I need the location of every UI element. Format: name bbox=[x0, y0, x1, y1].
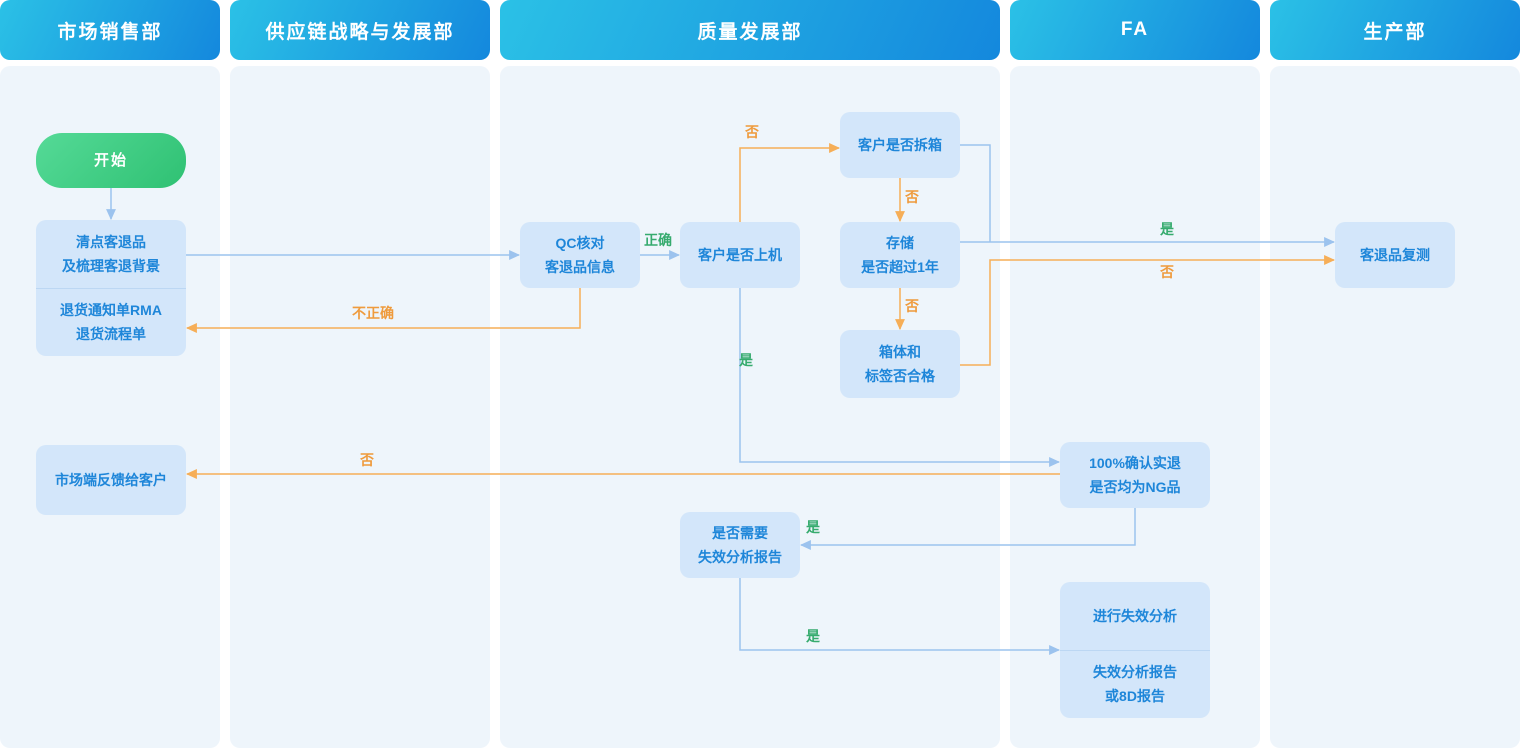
node-box-and-label-ok: 箱体和标签否合格 bbox=[840, 330, 960, 398]
node-customer-unboxed: 客户是否拆箱 bbox=[840, 112, 960, 178]
node-confirm-ng-label: 100%确认实退 bbox=[1089, 455, 1181, 471]
node-storage-over-1-year-label: 存储 bbox=[886, 235, 914, 251]
edge-unbox-to-storage-no-label: 否 bbox=[905, 189, 919, 205]
edge-confirmng-to-needfa-yes-label: 是 bbox=[806, 519, 820, 535]
lane-production-header: 生产部 bbox=[1270, 0, 1520, 60]
node-count-returns-label: 退货通知单RMA bbox=[60, 302, 162, 319]
edge-confirmng-to-feedback-no-label: 否 bbox=[360, 452, 374, 468]
node-storage-over-1-year: 存储是否超过1年 bbox=[840, 222, 960, 288]
node-market-feedback-label: 市场端反馈给客户 bbox=[55, 472, 167, 488]
edge-qc-to-rma-incorrect-label: 不正确 bbox=[352, 305, 394, 321]
node-qc-verify-label: 客退品信息 bbox=[545, 259, 615, 275]
node-market-feedback: 市场端反馈给客户 bbox=[36, 445, 186, 515]
lane-production-body bbox=[1270, 66, 1520, 748]
node-box-and-label-ok-label: 箱体和 bbox=[879, 344, 921, 360]
node-qc-verify-label: QC核对 bbox=[555, 235, 605, 251]
node-retest-label: 客退品复测 bbox=[1360, 247, 1430, 263]
lane-supply-chain-header: 供应链战略与发展部 bbox=[230, 0, 490, 60]
edge-onmachine-to-confirmng-yes-label: 是 bbox=[739, 352, 753, 368]
edge-storage-to-retest-yes-label: 是 bbox=[1160, 221, 1174, 237]
node-do-fa-label: 进行失效分析 bbox=[1093, 607, 1177, 624]
node-confirm-ng: 100%确认实退是否均为NG品 bbox=[1060, 442, 1210, 508]
node-customer-unboxed-label: 客户是否拆箱 bbox=[858, 137, 942, 153]
node-count-returns-label: 及梳理客退背景 bbox=[62, 257, 160, 274]
node-need-fa-report-label: 是否需要 bbox=[712, 525, 768, 541]
lane-marketing-sales-header: 市场销售部 bbox=[0, 0, 220, 60]
node-do-fa-section-0: 进行失效分析 bbox=[1060, 582, 1210, 650]
edge-needfa-to-dofa-yes-label: 是 bbox=[806, 628, 820, 644]
lane-supply-chain-body bbox=[230, 66, 490, 748]
node-do-fa-label: 或8D报告 bbox=[1105, 688, 1165, 705]
edge-boxlabel-to-retest-no-label: 否 bbox=[1160, 264, 1174, 280]
edge-onmachine-to-unbox-no-label: 否 bbox=[745, 124, 759, 140]
edge-qc-to-onmachine-label: 正确 bbox=[644, 232, 672, 248]
node-customer-on-machine: 客户是否上机 bbox=[680, 222, 800, 288]
node-count-returns-label: 退货流程单 bbox=[76, 326, 146, 343]
node-qc-verify: QC核对客退品信息 bbox=[520, 222, 640, 288]
node-customer-on-machine-label: 客户是否上机 bbox=[698, 247, 782, 263]
node-storage-over-1-year-label: 是否超过1年 bbox=[861, 259, 939, 275]
node-count-returns-section-1: 退货通知单RMA 退货流程单 bbox=[36, 287, 186, 357]
node-count-returns-label: 清点客退品 bbox=[76, 233, 146, 250]
node-do-fa-label: 失效分析报告 bbox=[1093, 664, 1177, 681]
lane-quality-dev-header: 质量发展部 bbox=[500, 0, 1000, 60]
node-start-label: 开始 bbox=[93, 151, 128, 169]
node-do-fa-section-1: 失效分析报告或8D报告 bbox=[1060, 649, 1210, 719]
edge-storage-to-boxlabel-no-label: 否 bbox=[905, 298, 919, 314]
node-retest: 客退品复测 bbox=[1335, 222, 1455, 288]
node-count-returns-section-0: 清点客退品及梳理客退背景 bbox=[36, 220, 186, 288]
node-box-and-label-ok-label: 标签否合格 bbox=[865, 368, 935, 384]
node-confirm-ng-label: 是否均为NG品 bbox=[1089, 479, 1181, 495]
node-start: 开始 bbox=[36, 133, 186, 188]
node-do-fa: 进行失效分析失效分析报告或8D报告 bbox=[1060, 582, 1210, 718]
node-need-fa-report-label: 失效分析报告 bbox=[698, 549, 782, 565]
node-count-returns: 清点客退品及梳理客退背景退货通知单RMA 退货流程单 bbox=[36, 220, 186, 356]
lane-fa-header: FA bbox=[1010, 0, 1260, 60]
node-need-fa-report: 是否需要失效分析报告 bbox=[680, 512, 800, 578]
